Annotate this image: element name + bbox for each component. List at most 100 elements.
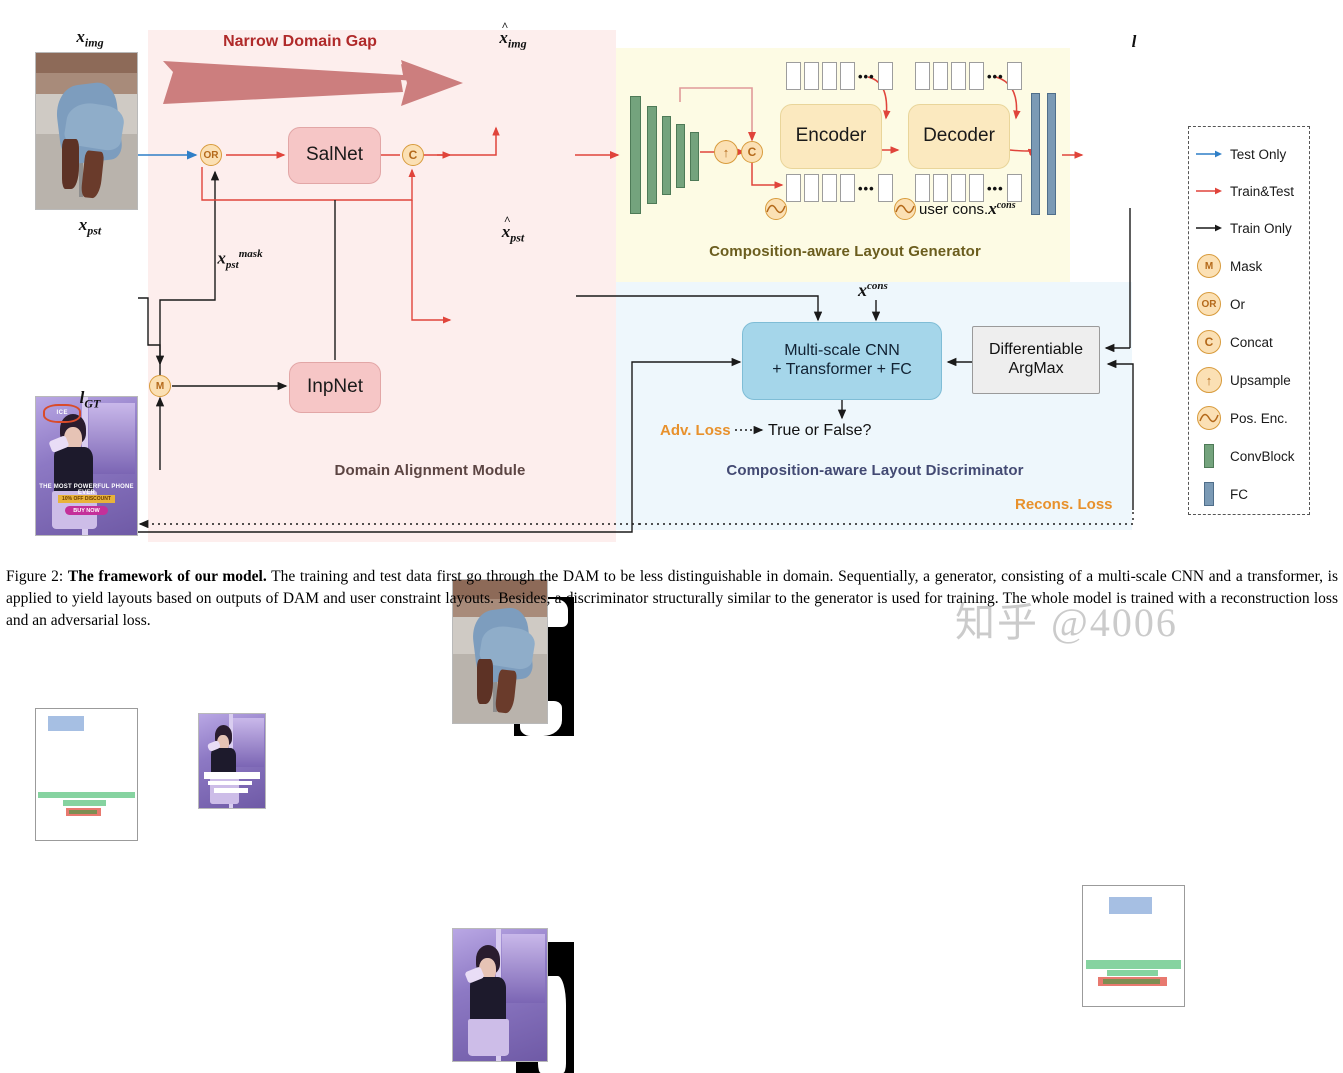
convblock-1 [630,96,641,214]
token-row-encoder-input: ••• [786,62,893,90]
differentiable-argmax-block[interactable]: Differentiable ArgMax [972,326,1100,394]
token [877,62,893,90]
legend-label: Train Only [1230,220,1292,236]
legend-panel: Test Only Train&Test Train Only M Mask O… [1188,126,1310,515]
x-img-hat-caption: ^ximg [499,19,527,51]
ellipsis-dots: ••• [987,180,1004,196]
token [951,62,966,90]
token [1006,62,1022,90]
x-pst-mask-caption: xpstmask [217,248,263,272]
caption-prefix: Figure 2: [6,568,64,585]
decoder-block[interactable]: Decoder [908,104,1010,169]
thumbnail-x-pst: ICE THE MOST POWERFUL PHONE EVER 10% OFF… [35,396,138,536]
token [951,174,966,202]
convblock-4 [676,124,685,188]
convblock-5 [690,132,699,181]
x-img-caption: ximg [76,27,104,50]
concat-node-dam[interactable]: C [402,144,424,166]
l-gt-caption: lGT [79,388,101,411]
arrow-red-icon [1195,187,1223,195]
arrow-black-icon [1195,224,1223,232]
token [915,62,930,90]
user-cons-label: user cons.xcons [919,199,1016,218]
x-cons-label: xcons [858,280,888,300]
discriminator-label: Composition-aware Layout Discriminator [726,462,1024,479]
poster-logo: ICE [43,403,82,424]
legend-label: Mask [1230,258,1263,274]
watermark: 知乎 @4006 [955,600,1178,645]
inpnet-block[interactable]: InpNet [289,362,381,413]
legend-item-train-only: Train Only [1195,217,1292,239]
layout-box [1107,970,1158,976]
token [840,174,855,202]
token [933,62,948,90]
token [915,174,930,202]
thumbnail-x-pst-hat [452,928,574,1073]
legend-item-mask: M Mask [1195,254,1263,278]
mask-node-icon: M [1195,254,1223,278]
figure-caption: Figure 2: The framework of our model. Th… [6,566,1338,632]
token [969,174,984,202]
poster-cta: BUY NOW [65,506,108,516]
caption-title: The framework of our model. [67,568,267,585]
token-row-user-constraints: ••• [915,174,1022,202]
convblock-swatch-icon [1195,444,1223,468]
token [1006,174,1022,202]
generator-label: Composition-aware Layout Generator [709,243,981,260]
salnet-block[interactable]: SalNet [288,127,381,184]
upsample-node[interactable]: ↑ [714,140,738,164]
l-caption: l [1131,32,1137,51]
layout-box [69,810,97,815]
token [786,174,801,202]
pos-enc-node-user-cons [894,198,916,220]
recons-loss-label: Recons. Loss [1015,496,1113,513]
or-node[interactable]: OR [200,144,222,166]
fc-block-1 [1031,93,1040,215]
token [786,62,801,90]
x-pst-hat-caption: ^xpst [501,213,525,245]
concat-node-generator[interactable]: C [741,141,763,163]
disc-line-2: + Transformer + FC [772,361,912,378]
token [969,62,984,90]
token [877,174,893,202]
token [933,174,948,202]
legend-item-convblock: ConvBlock [1195,444,1295,468]
legend-item-upsample: ↑ Upsample [1195,367,1291,393]
token [840,62,855,90]
token [822,62,837,90]
thumbnail-x-img [35,52,138,210]
legend-item-pos-enc: Pos. Enc. [1195,406,1288,430]
token [822,174,837,202]
token-row-generator-tokens: ••• [786,174,893,202]
token [804,174,819,202]
convblock-3 [662,116,671,195]
poster-headline: THE MOST POWERFUL PHONE EVER [39,483,134,496]
layout-box [1103,978,1160,984]
layout-box [48,715,85,732]
discriminator-network-block[interactable]: Multi-scale CNN + Transformer + FC [742,322,942,400]
multiscale-cnn-convblocks [630,96,710,216]
figure-canvas: Narrow Domain Gap Domain Alignment Modul… [6,19,1338,1073]
convblock-2 [647,106,657,204]
legend-item-test-only: Test Only [1195,143,1286,165]
poster-discount: 10% OFF DISCOUNT [58,494,115,503]
layout-box [38,792,135,799]
caption-body: The training and test data first go thro… [6,568,1339,629]
encoder-block[interactable]: Encoder [780,104,882,169]
upsample-node-icon: ↑ [1195,367,1223,393]
legend-label: Pos. Enc. [1230,410,1288,426]
true-or-false-label: True or False? [768,422,872,439]
legend-label: Train&Test [1230,183,1295,199]
argmax-line-1: Differentiable [989,341,1083,359]
legend-item-train-and-test: Train&Test [1195,180,1294,202]
disc-line-1: Multi-scale CNN [784,342,900,360]
layout-box [63,800,106,806]
concat-node-icon: C [1195,330,1223,354]
dam-label: Domain Alignment Module [334,462,526,479]
argmax-line-2: ArgMax [1008,360,1064,377]
ellipsis-dots: ••• [858,68,875,84]
ellipsis-dots: ••• [987,68,1004,84]
layout-box [1109,896,1152,914]
mask-node[interactable]: M [149,375,171,397]
legend-label: FC [1230,486,1248,502]
